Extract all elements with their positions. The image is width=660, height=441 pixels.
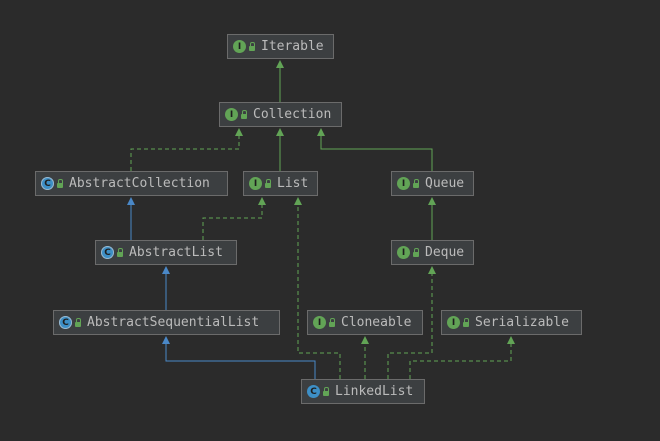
- node-label: Collection: [253, 107, 332, 122]
- node-queue[interactable]: I Queue: [391, 171, 474, 196]
- lock-icon: [329, 317, 335, 328]
- node-abstract-sequential-list[interactable]: C AbstractSequentialList: [53, 310, 280, 335]
- arrowhead: [276, 60, 284, 68]
- edge-collection-to-iterable: [276, 60, 284, 102]
- arrowhead: [428, 266, 436, 274]
- edge-linked_list-to-cloneable: [361, 336, 369, 379]
- arrowhead: [276, 128, 284, 136]
- interface-icon: I: [233, 40, 246, 53]
- interface-icon: I: [397, 246, 410, 259]
- node-collection[interactable]: I Collection: [219, 102, 342, 127]
- lock-icon: [413, 247, 419, 258]
- node-label: Queue: [425, 176, 465, 191]
- lock-icon: [323, 386, 329, 397]
- edge-abstract_list-to-abstract_collection: [127, 197, 135, 240]
- interface-icon: I: [249, 177, 262, 190]
- interface-icon: I: [313, 316, 326, 329]
- lock-icon: [241, 109, 247, 120]
- edge-queue-to-collection: [317, 128, 433, 171]
- arrowhead: [294, 197, 302, 205]
- edge-abstract_list-to-list: [202, 197, 266, 240]
- node-label: AbstractCollection: [69, 176, 210, 191]
- lock-icon: [265, 178, 271, 189]
- lock-icon: [249, 41, 255, 52]
- edge-linked_list-to-abstract_sequential_list: [162, 336, 316, 379]
- arrowhead: [127, 197, 135, 205]
- lock-icon: [463, 317, 469, 328]
- arrowhead: [235, 128, 243, 136]
- edge-linked_list-to-serializable: [409, 336, 515, 379]
- node-cloneable[interactable]: I Cloneable: [307, 310, 423, 335]
- node-label: Cloneable: [341, 315, 412, 330]
- node-label: List: [277, 176, 309, 191]
- abstract-class-icon: C: [59, 316, 72, 329]
- lock-icon: [117, 247, 123, 258]
- arrowhead: [317, 128, 325, 136]
- node-linked-list[interactable]: C LinkedList: [301, 379, 425, 404]
- interface-icon: I: [397, 177, 410, 190]
- edge-list-to-collection: [276, 128, 284, 171]
- interface-icon: I: [447, 316, 460, 329]
- edge-linked_list-to-deque: [387, 266, 436, 379]
- node-serializable[interactable]: I Serializable: [441, 310, 582, 335]
- node-deque[interactable]: I Deque: [391, 240, 474, 265]
- node-label: Deque: [425, 245, 465, 260]
- node-label: AbstractSequentialList: [87, 315, 260, 330]
- node-list[interactable]: I List: [243, 171, 318, 196]
- node-label: LinkedList: [335, 384, 414, 399]
- lock-icon: [413, 178, 419, 189]
- node-abstract-list[interactable]: C AbstractList: [95, 240, 237, 265]
- node-abstract-collection[interactable]: C AbstractCollection: [35, 171, 228, 196]
- node-label: Iterable: [261, 39, 324, 54]
- arrowhead: [162, 336, 170, 344]
- lock-icon: [57, 178, 63, 189]
- class-icon: C: [307, 385, 320, 398]
- edge-abstract_sequential_list-to-abstract_list: [162, 266, 170, 310]
- edge-linked_list-to-list: [294, 197, 341, 379]
- arrowhead: [162, 266, 170, 274]
- node-label: AbstractList: [129, 245, 223, 260]
- abstract-class-icon: C: [101, 246, 114, 259]
- arrowhead: [507, 336, 515, 344]
- edge-deque-to-queue: [428, 197, 436, 240]
- lock-icon: [75, 317, 81, 328]
- arrowhead: [428, 197, 436, 205]
- abstract-class-icon: C: [41, 177, 54, 190]
- edge-abstract_collection-to-collection: [130, 128, 243, 171]
- arrowhead: [258, 197, 266, 205]
- node-label: Serializable: [475, 315, 569, 330]
- node-iterable[interactable]: I Iterable: [227, 34, 334, 59]
- interface-icon: I: [225, 108, 238, 121]
- arrowhead: [361, 336, 369, 344]
